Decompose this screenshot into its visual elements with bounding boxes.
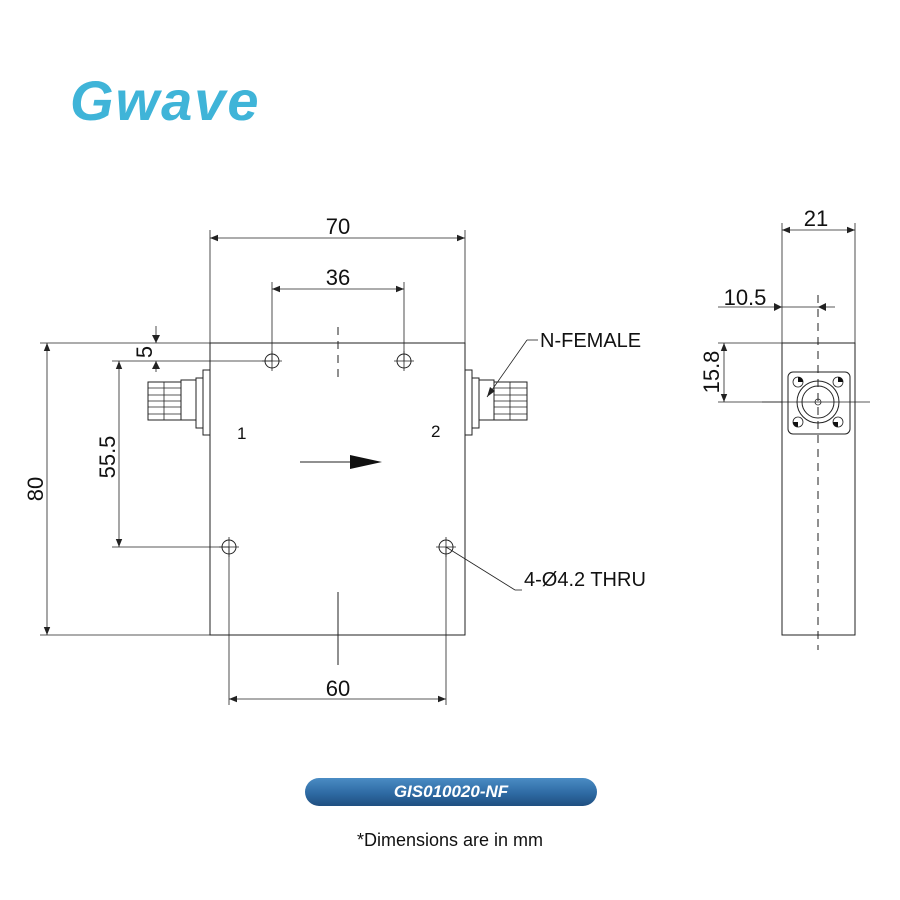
dimension-hole-offset-top: 5 bbox=[132, 326, 160, 372]
port-2-label: 2 bbox=[431, 422, 440, 441]
dimension-height: 80 bbox=[23, 342, 210, 636]
front-view: 1 2 bbox=[23, 214, 646, 705]
hole-spec-label: 4-Ø4.2 THRU bbox=[524, 569, 646, 591]
connector-port-2 bbox=[464, 369, 528, 436]
model-name-badge: GIS010020-NF bbox=[305, 778, 597, 806]
dimension-depth-value: 21 bbox=[804, 206, 828, 231]
hole-callout: 4-Ø4.2 THRU bbox=[445, 546, 646, 591]
dimension-hole-spacing-vertical: 55.5 bbox=[95, 360, 272, 548]
dimension-hole-spacing-bottom: 60 bbox=[228, 547, 447, 705]
dimension-depth: 21 bbox=[781, 206, 856, 343]
isolator-body bbox=[209, 342, 466, 636]
dimension-width: 70 bbox=[209, 214, 466, 343]
dimension-hole-spacing-vertical-value: 55.5 bbox=[95, 436, 120, 479]
connector-type-label: N-FEMALE bbox=[540, 330, 641, 352]
dimension-hole-spacing-bottom-value: 60 bbox=[326, 676, 350, 701]
dimension-hole-spacing-top-value: 36 bbox=[326, 265, 350, 290]
dimension-connector-size: 15.8 bbox=[699, 342, 782, 403]
dimension-hole-spacing-top: 36 bbox=[271, 265, 405, 361]
dimensions-footnote: *Dimensions are in mm bbox=[356, 830, 544, 850]
connector-callout: N-FEMALE bbox=[486, 330, 641, 398]
side-view: 21 10.5 15.8 bbox=[699, 206, 870, 650]
dimension-width-value: 70 bbox=[326, 214, 350, 239]
brand-logo: Gwave bbox=[70, 69, 261, 132]
dimension-connector-size-value: 15.8 bbox=[699, 351, 724, 394]
port-1-label: 1 bbox=[237, 424, 246, 443]
connector-port-1 bbox=[147, 369, 211, 436]
dimension-height-value: 80 bbox=[23, 477, 48, 501]
flow-direction-arrow bbox=[300, 455, 382, 469]
dimension-connector-offset-value: 10.5 bbox=[724, 285, 767, 310]
connector-flange bbox=[787, 371, 851, 435]
dimension-hole-offset-top-value: 5 bbox=[132, 346, 157, 358]
dimension-connector-offset: 10.5 bbox=[718, 285, 835, 311]
